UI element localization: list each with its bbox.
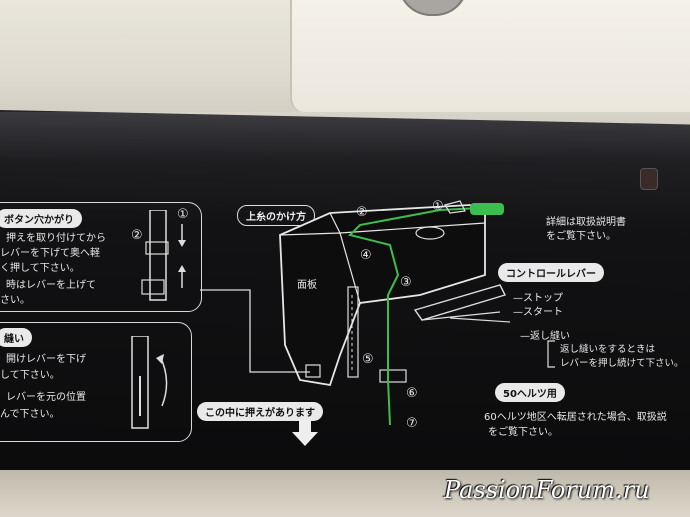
inside-notice: この中に押えがあります <box>197 402 323 421</box>
arrow-down-icon <box>292 420 318 446</box>
sewing-text-4: んで下さい。 <box>0 409 60 420</box>
face-plate-label: 面板 <box>297 280 317 291</box>
buttonhole-panel <box>0 202 202 312</box>
sewing-text-2: して下さい。 <box>0 370 60 381</box>
sewing-title: 縫い <box>0 328 32 347</box>
hz50-text-1: 60ヘルツ地区へ転居された場合、取扱説 <box>484 412 667 423</box>
buttonhole-text-3: く押して下さい。 <box>0 263 80 274</box>
control-lever-illustration <box>413 284 511 323</box>
buttonhole-text-4: 時はレバーを上げて <box>6 280 96 291</box>
lever-reverse-label: 返し縫い <box>530 331 570 342</box>
lever-start-label: スタート <box>523 307 563 318</box>
machine-white-cover <box>290 0 690 112</box>
buttonhole-lever-illustration <box>141 210 186 301</box>
panel-connector-lines <box>200 289 310 373</box>
watermark-logo: PassionForum.ru <box>444 476 650 504</box>
plate-reflection <box>0 112 690 162</box>
threading-title: 上糸のかけ方 <box>237 205 315 226</box>
thread-step-7: ⑦ <box>406 416 418 431</box>
thread-step-4: ④ <box>360 248 372 263</box>
sewing-panel <box>0 322 192 442</box>
screw-icon <box>640 168 658 190</box>
thread-step-2: ② <box>356 205 368 220</box>
machine-body-bottom <box>0 470 690 517</box>
buttonhole-step-1: ① <box>177 207 189 222</box>
sewing-text-3: レバーを元の位置 <box>6 392 86 403</box>
sewing-lever-illustration <box>131 336 168 429</box>
lever-stop: —ストップ <box>513 293 563 304</box>
lever-stop-label: ストップ <box>523 293 563 304</box>
buttonhole-title: ボタン穴かがり <box>0 209 82 228</box>
lever-reverse: —返し縫い <box>520 331 570 342</box>
thread-step-1: ① <box>432 199 444 214</box>
thread-step-5: ⑤ <box>362 352 374 367</box>
buttonhole-text-1: 押えを取り付けてから <box>6 233 106 244</box>
hz50-text-2: をご覧下さい。 <box>488 427 558 438</box>
control-lever-title: コントロールレバー <box>498 263 604 282</box>
hz50-title: 50ヘルツ用 <box>495 383 565 402</box>
lever-note-2: レバーを押し続けて下さい。 <box>560 358 684 369</box>
thread-step-3: ③ <box>400 275 412 290</box>
buttonhole-text-2: レバーを下げて奥へ軽 <box>0 248 100 259</box>
thread-step-6: ⑥ <box>406 386 418 401</box>
bracket-icon <box>547 340 555 368</box>
buttonhole-text-5: さい。 <box>0 295 30 306</box>
threading-diagram <box>279 200 504 426</box>
lever-note-1: 返し縫いをするときは <box>560 344 656 355</box>
details-note-2: をご覧下さい。 <box>546 231 616 242</box>
details-note-1: 詳細は取扱説明書 <box>546 217 626 228</box>
sewing-text-1: 開けレバーを下げ <box>6 354 86 365</box>
buttonhole-step-2: ② <box>131 228 143 243</box>
lever-start: —スタート <box>513 307 563 318</box>
